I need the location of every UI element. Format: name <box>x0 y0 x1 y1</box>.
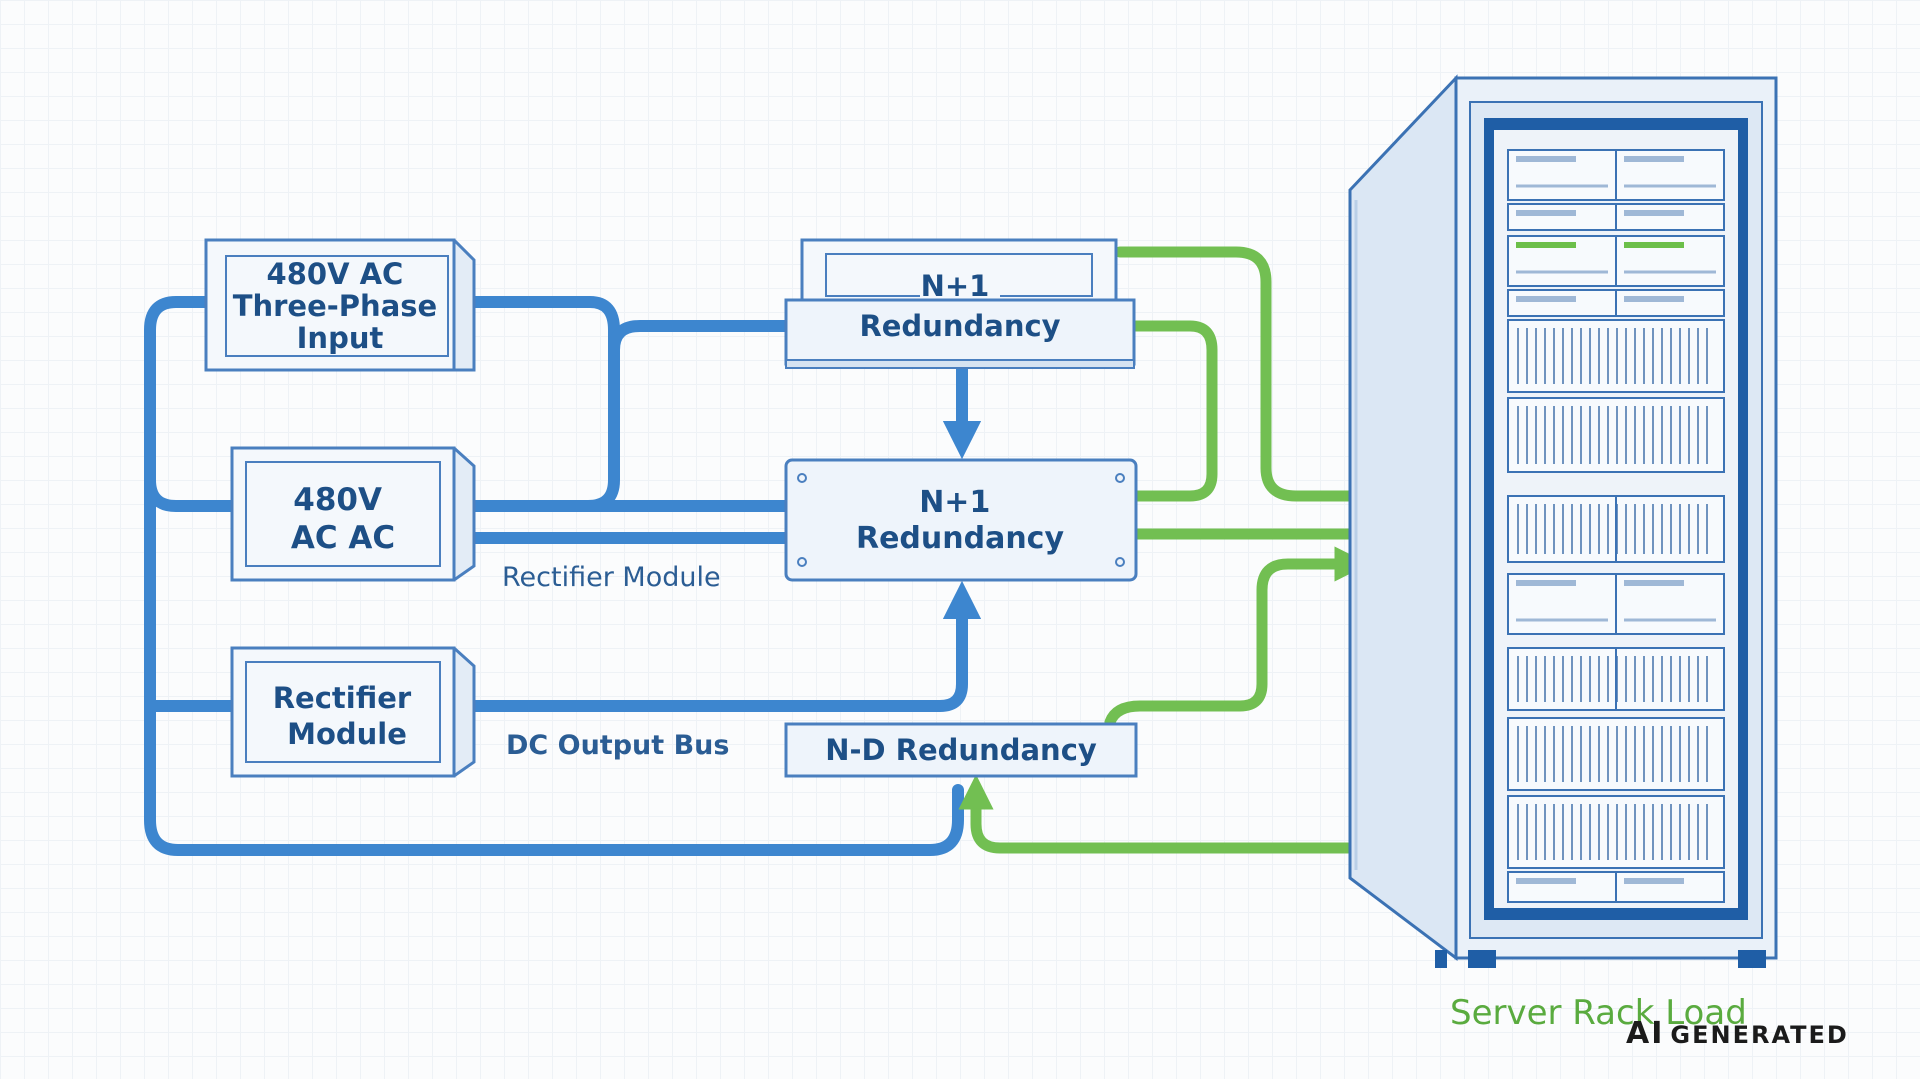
input-line-1: 480V AC <box>267 257 404 291</box>
rack-led-bar <box>1624 296 1684 302</box>
n1-top-line-2: Redundancy <box>859 309 1060 343</box>
input-line-2: Three-Phase <box>233 289 438 323</box>
svg-text:480V AC AC: 480V AC AC <box>291 482 395 556</box>
label-rectifier-module: Rectifier Module <box>502 562 721 593</box>
server-rack-icon <box>1348 74 1778 968</box>
label-dc-output-bus: DC Output Bus <box>506 730 729 761</box>
svg-text:Rectifier Module: Rectifier Module <box>273 681 422 751</box>
block-rect1: 480V AC AC <box>230 446 476 582</box>
dc-nd-to-rack <box>1104 546 1370 728</box>
rack-led-bar <box>1624 210 1684 216</box>
rack-led-bar <box>1624 156 1684 162</box>
input-line-3: Input <box>297 321 384 355</box>
rack-led-bar <box>1624 878 1684 884</box>
dc-output-bus <box>468 580 982 712</box>
svg-text:N-D Redundancy: N-D Redundancy <box>825 733 1097 767</box>
watermark-ai: AI <box>1626 1016 1665 1051</box>
nd-line-1: N-D Redundancy <box>825 733 1097 767</box>
ac-connectors <box>144 296 982 856</box>
label-server-rack-load: Server Rack Load <box>1450 993 1747 1033</box>
rect1-line-2: AC AC <box>291 520 395 556</box>
rack-led-bar <box>1624 242 1684 248</box>
rect1-line-1: 480V <box>293 482 382 518</box>
ac-branch-rect1 <box>144 474 238 512</box>
block-n1-mid: N+1 Redundancy <box>784 458 1138 582</box>
block-n1-top: N+1 Redundancy <box>784 238 1136 369</box>
rect2-line-2: Module <box>287 717 407 751</box>
dc-top-loop <box>1114 246 1374 502</box>
ac-input-loop <box>468 296 620 512</box>
block-input: 480V AC Three-Phase Input <box>204 238 476 372</box>
block-rect2: Rectifier Module <box>230 646 476 778</box>
rack-led-bar <box>1516 156 1576 162</box>
block-nd: N-D Redundancy <box>784 722 1138 778</box>
n1-mid-line-2: Redundancy <box>856 521 1064 556</box>
rack-led-bar <box>1516 242 1576 248</box>
n1-mid-line-1: N+1 <box>919 485 990 520</box>
rack-led-bar <box>1624 580 1684 586</box>
ac-to-n1-top <box>608 320 792 356</box>
svg-text:480V AC Three-Phase: 480V AC Three-Phase Input <box>233 257 448 355</box>
dc-connectors <box>958 246 1522 854</box>
n1-top-line-1: N+1 <box>921 269 990 303</box>
dc-n1top-to-mid <box>1130 320 1218 502</box>
rect2-line-1: Rectifier <box>273 681 412 715</box>
dc-rack-return <box>958 774 1522 854</box>
rack-led-bar <box>1516 210 1576 216</box>
rack-units <box>1507 149 1725 903</box>
rack-led-bar <box>1516 296 1576 302</box>
rack-led-bar <box>1516 878 1576 884</box>
ac-trunk <box>144 296 964 856</box>
svg-text:N+1 Redundancy: N+1 Redundancy <box>856 485 1064 556</box>
watermark-text: GENERATED <box>1670 1021 1849 1049</box>
svg-text:N+1 Redundancy: N+1 Redundancy <box>859 269 1060 343</box>
rack-led-bar <box>1516 580 1576 586</box>
